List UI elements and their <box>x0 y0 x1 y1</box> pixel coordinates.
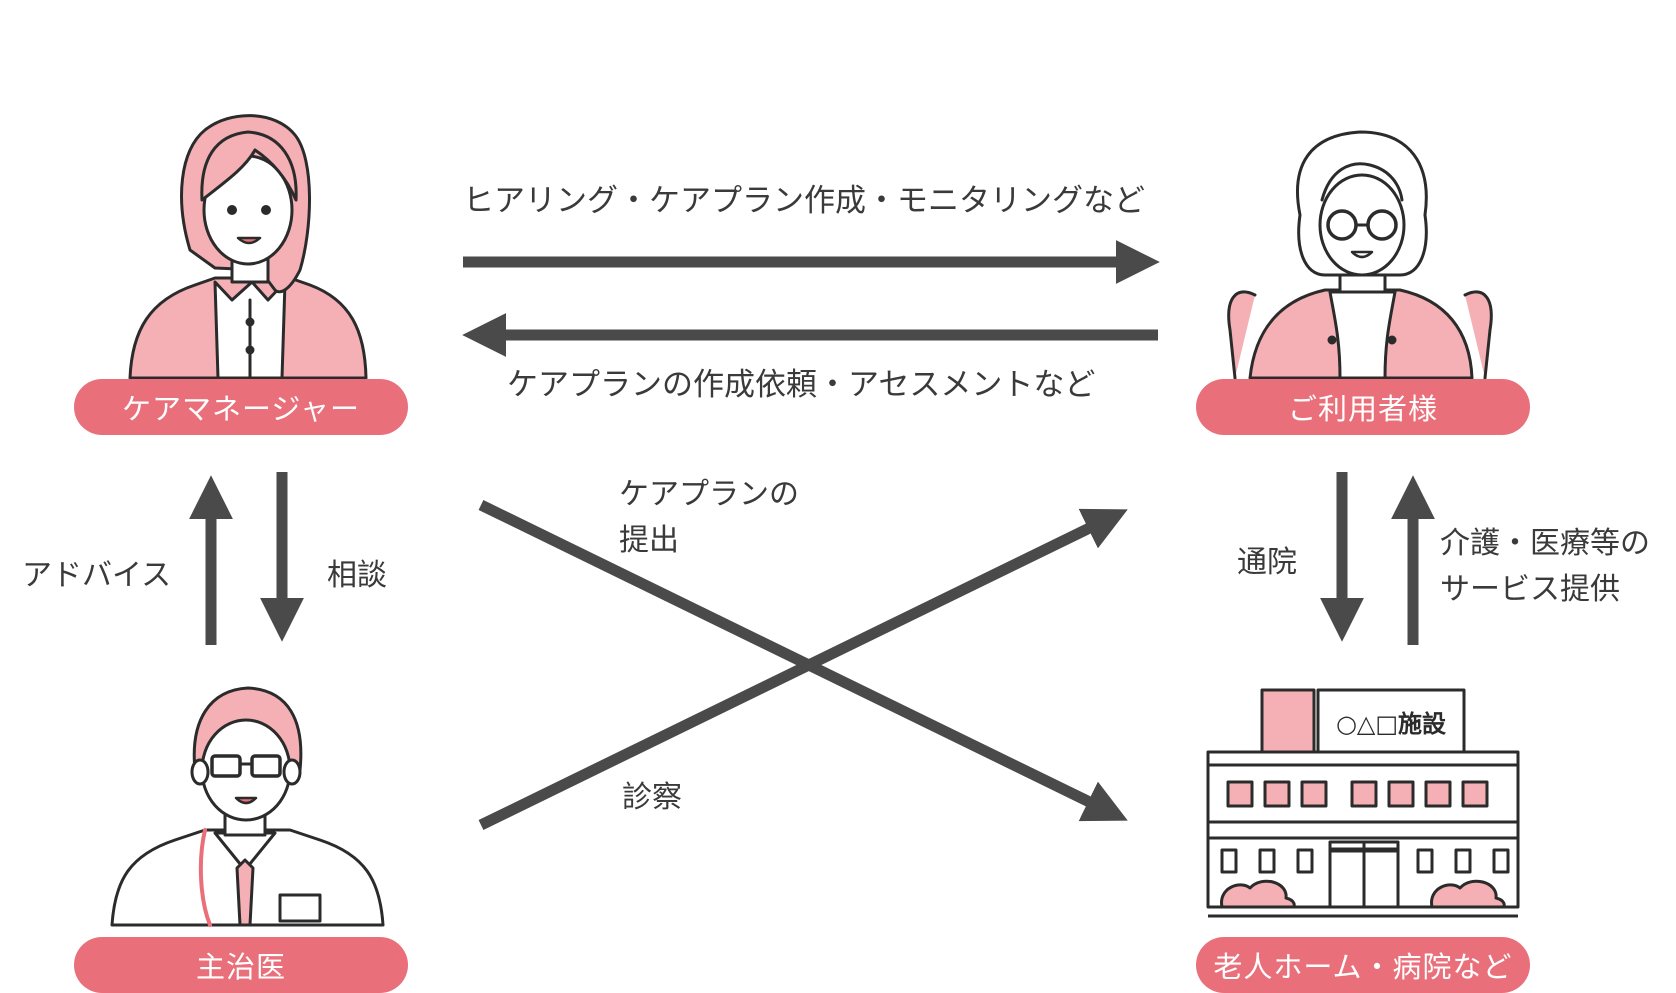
shrub-right <box>1430 879 1506 909</box>
node-facility: 老人ホーム・病院など <box>1196 937 1530 993</box>
doctor-illustration <box>110 686 385 927</box>
label-user-to-cm: ケアプランの作成依頼・アセスメントなど <box>507 367 1096 403</box>
node-user: ご利用者様 <box>1196 379 1530 435</box>
label-doctor-to-cm: アドバイス <box>22 558 172 593</box>
node-doctor: 主治医 <box>74 937 408 993</box>
care-manager-illustration <box>128 114 368 380</box>
label-facility-to-user-line2: サービス提供 <box>1440 572 1620 607</box>
label-cm-to-facility-line2: 提出 <box>619 523 679 558</box>
node-care-manager: ケアマネージャー <box>74 379 408 435</box>
facility-windows-lower <box>1220 848 1510 874</box>
label-cm-to-doctor: 相談 <box>327 558 387 593</box>
user-illustration <box>1227 130 1493 380</box>
label-facility-to-user-line1: 介護・医療等の <box>1440 526 1650 561</box>
facility-tower <box>1260 688 1316 754</box>
arrow-doctor-to-user <box>478 508 1128 830</box>
label-doctor-to-user: 診察 <box>622 780 682 815</box>
facility-windows-upper <box>1226 780 1489 808</box>
facility-illustration <box>1206 688 1520 918</box>
label-cm-to-user: ヒアリング・ケアプラン作成・モニタリングなど <box>463 183 1145 219</box>
shrub-left <box>1220 879 1296 909</box>
arrow-cm-to-facility <box>478 500 1128 822</box>
facility-sign-text: ○△□施設 <box>1335 710 1447 738</box>
label-cm-to-facility: ケアプランの 提出 <box>619 472 799 564</box>
label-cm-to-facility-line1: ケアプランの <box>619 477 799 512</box>
label-user-to-facility: 通院 <box>1237 545 1297 580</box>
label-facility-to-user: 介護・医療等の サービス提供 <box>1440 521 1650 613</box>
